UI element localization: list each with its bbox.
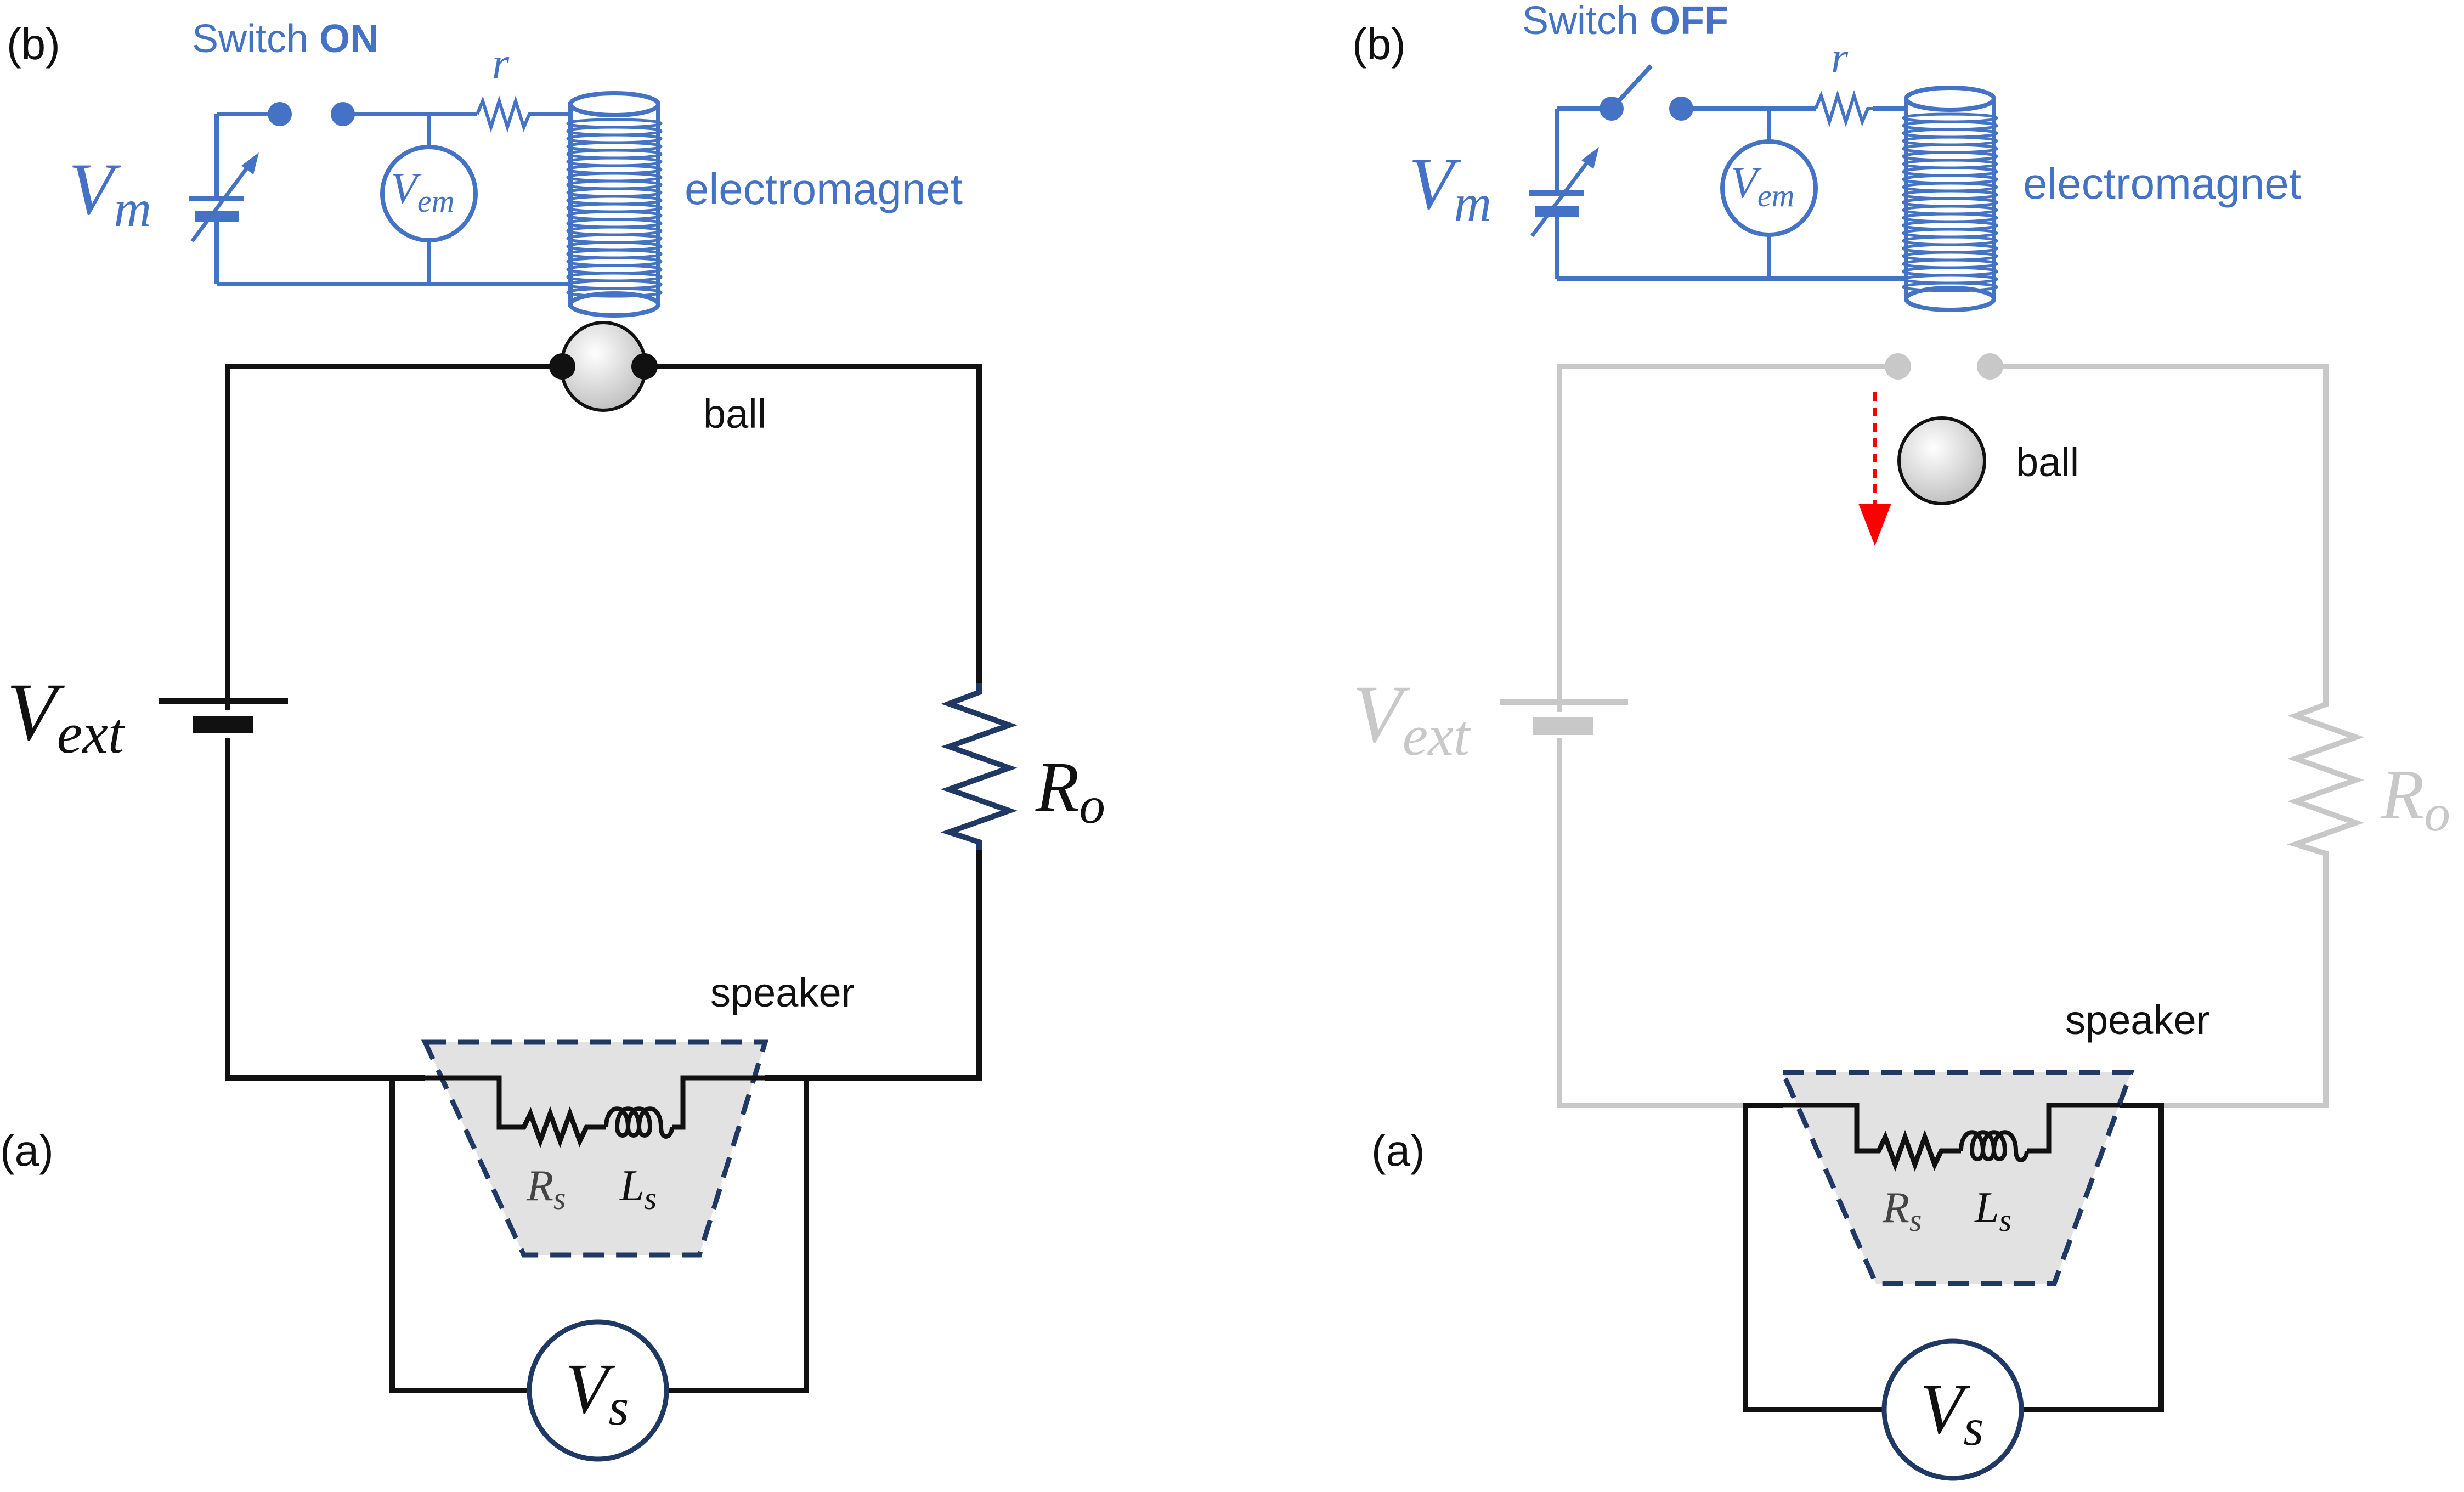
switch-contact-2 <box>331 102 355 126</box>
inductor-ls-coil <box>1959 1130 2029 1162</box>
main-circuit <box>159 364 982 1081</box>
main-wire-left-lower <box>225 738 425 1081</box>
ball-label: ball <box>703 391 766 437</box>
resistor-r-label: r <box>492 39 510 88</box>
resistor-r-zigzag <box>476 95 535 133</box>
main-wire-top-right <box>645 364 982 683</box>
battery-plate-short <box>1535 206 1579 217</box>
coil-winding <box>566 287 663 298</box>
control-circuit <box>1529 64 1912 281</box>
speaker-body <box>421 1039 769 1258</box>
vext-label: Vext <box>7 666 126 765</box>
panel-label-b: (b) <box>7 20 60 69</box>
speaker-body <box>1779 1070 2135 1286</box>
coil-winding <box>1902 281 1998 292</box>
vm-label: Vm <box>1409 143 1491 232</box>
ball-label: ball <box>2016 439 2079 485</box>
vs-loop-wire <box>1743 1103 2164 1412</box>
main-wire-top-left <box>225 364 562 710</box>
electromagnet-label: electromagnet <box>2023 159 2301 208</box>
electromagnet-coil <box>1902 86 1998 312</box>
vem-meter-circle <box>1720 139 1818 237</box>
resistor-r-zigzag <box>1814 89 1873 128</box>
vext-plate-short <box>193 716 253 733</box>
variable-arrow-head <box>241 152 259 174</box>
switch-contact-1 <box>1600 97 1624 121</box>
switch-label: Switch OFF <box>1522 0 1728 43</box>
main-wire-right-lower <box>2120 860 2329 1108</box>
speaker-internal-wire <box>425 1075 765 1149</box>
vext-label: Vext <box>1352 669 1471 767</box>
inductor-ls-coil <box>604 1106 674 1139</box>
right-panel-switch-off: (b) (a) Switch OFF r Vm Vem electromagne… <box>1352 0 2450 1481</box>
ro-resistor-zigzag <box>940 683 1018 850</box>
vem-meter-circle <box>380 145 478 242</box>
falling-arrow-head <box>1858 504 1891 546</box>
variable-arrow-line <box>190 163 251 243</box>
main-wire-top-right <box>1990 364 2329 697</box>
rs-label: Rs <box>1882 1184 1922 1238</box>
electromagnet-label: electromagnet <box>685 165 963 213</box>
electromagnet-coil <box>566 91 663 318</box>
panel-label-a: (a) <box>1371 1126 1425 1175</box>
resistor-r-label: r <box>1831 34 1849 82</box>
battery-plate-short <box>195 211 239 222</box>
panel-label-b: (b) <box>1352 20 1406 69</box>
main-circuit-faded <box>1500 364 2364 1108</box>
main-wire-top-left <box>1557 364 1898 712</box>
ro-label: Ro <box>1035 748 1105 834</box>
ball-contact-left <box>549 353 575 380</box>
control-circuit <box>189 95 570 286</box>
vm-label: Vm <box>69 149 151 238</box>
main-wire-right-lower <box>765 850 982 1081</box>
ls-label: Ls <box>1974 1184 2011 1238</box>
speaker-label: speaker <box>710 970 855 1015</box>
switch-contact-2 <box>1669 97 1693 121</box>
ro-resistor-zigzag <box>2287 697 2364 860</box>
ls-label: Ls <box>619 1162 657 1216</box>
vs-label: Vs <box>1920 1370 1983 1456</box>
speaker-internal-wire <box>1783 1103 2120 1172</box>
variable-arrow-head <box>1581 147 1599 169</box>
open-contact-right <box>1977 353 2003 380</box>
vs-meter-circle <box>1881 1338 2024 1481</box>
left-panel-switch-on: (b) (a) Switch ON r Vm Vem electromagnet… <box>0 17 1105 1462</box>
panel-label-a: (a) <box>0 1126 54 1175</box>
switch-contact-1 <box>268 102 292 126</box>
main-wire-left-lower <box>1557 738 1783 1108</box>
ball-contact-right <box>631 353 658 380</box>
vext-plate-short <box>1533 717 1593 735</box>
vs-meter-circle <box>527 1319 669 1462</box>
ball <box>1897 416 1986 505</box>
speaker-label: speaker <box>2065 997 2209 1043</box>
vs-label: Vs <box>565 1349 629 1436</box>
vem-label: Vem <box>1731 159 1795 213</box>
open-contact-left <box>1885 353 1911 380</box>
rs-label: Rs <box>526 1162 566 1216</box>
switch-label: Switch ON <box>192 17 378 61</box>
variable-arrow-line <box>1530 157 1591 238</box>
ro-label: Ro <box>2380 755 2450 842</box>
vem-label: Vem <box>391 165 455 219</box>
